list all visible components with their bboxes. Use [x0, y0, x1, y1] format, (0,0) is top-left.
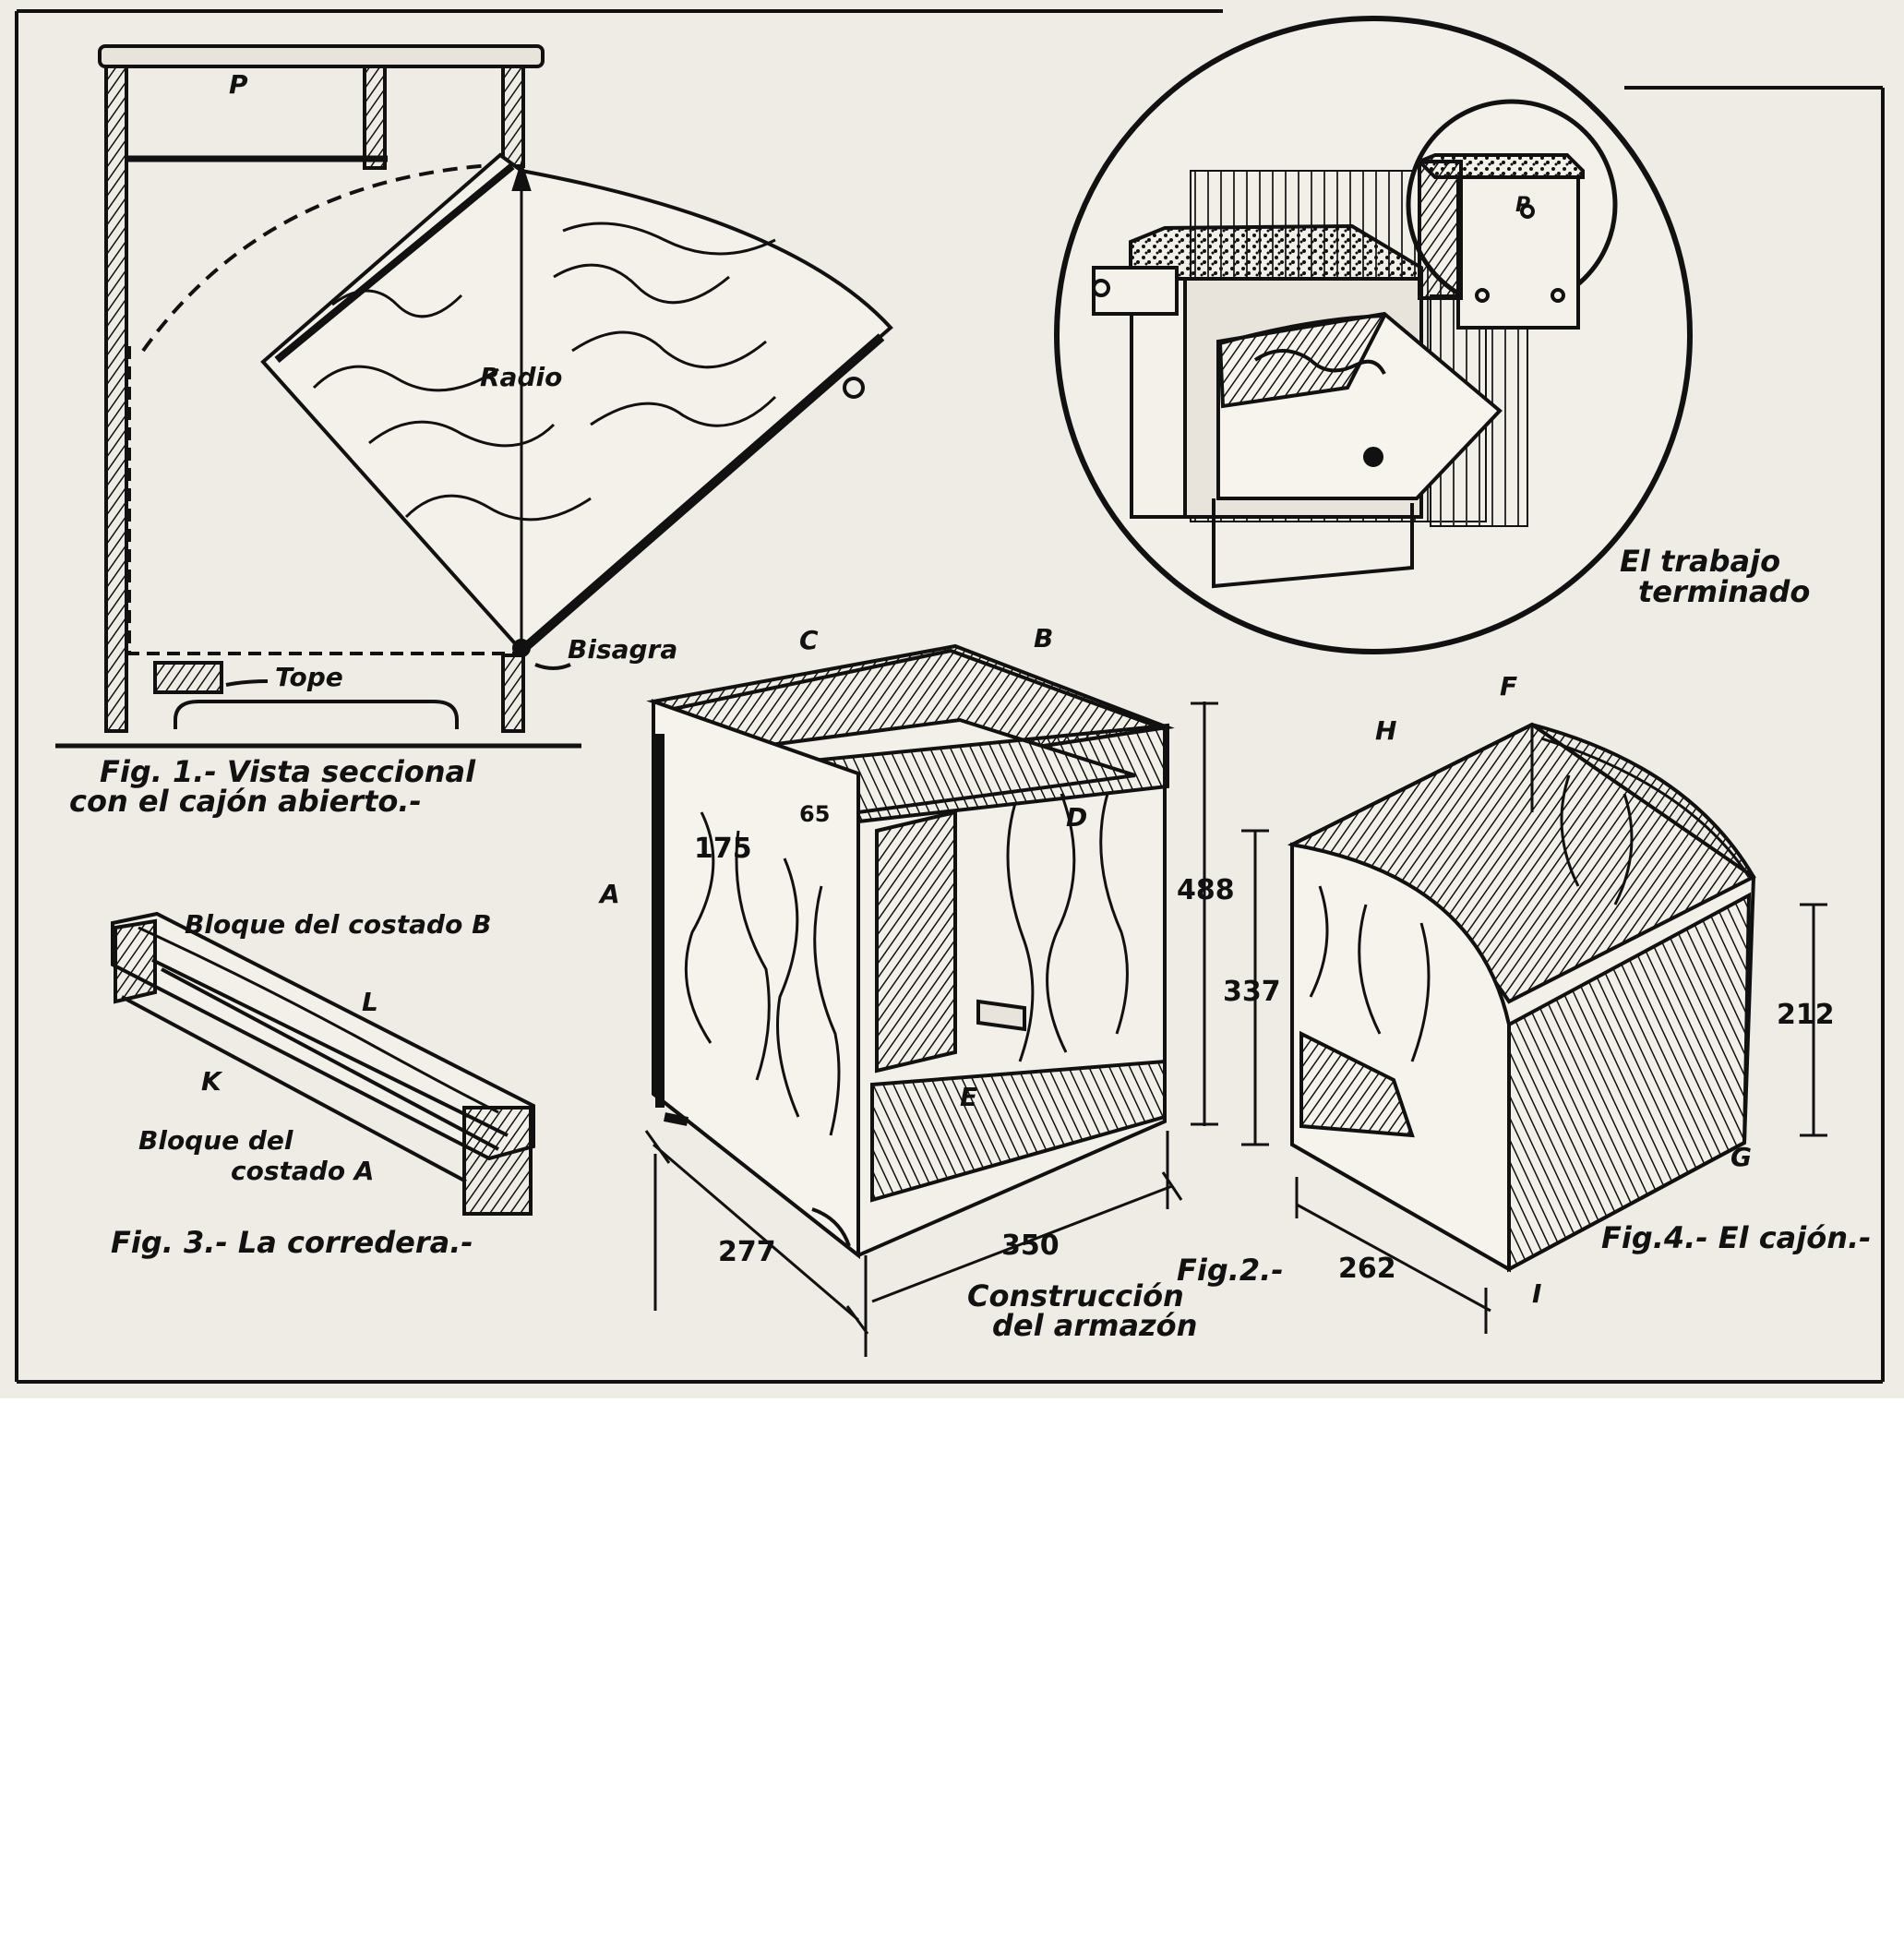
- fig2-label-e: E: [960, 1082, 978, 1112]
- fig3-bloque-a-line2: costado A: [231, 1156, 375, 1186]
- page-frame: [15, 9, 1885, 1384]
- fig3-bloque-b: Bloque del costado B: [185, 909, 492, 940]
- fig4-drawer: [1241, 722, 1827, 1334]
- fig1-label-p: P: [229, 69, 248, 100]
- fig2-label-b: B: [1034, 623, 1054, 654]
- inset-label-p: P: [1515, 194, 1531, 217]
- fig4-dim-262: 262: [1338, 1253, 1396, 1285]
- fig3-label-k: K: [201, 1066, 222, 1097]
- fig3-caption: Fig. 3.- La corredera.-: [111, 1225, 473, 1260]
- fig4-label-g: G: [1730, 1142, 1752, 1172]
- fig4-label-i: I: [1532, 1278, 1542, 1309]
- fig1-label-bisagra: Bisagra: [568, 634, 678, 665]
- fig2-caption-fig: Fig.2.-: [1177, 1253, 1284, 1288]
- fig3-label-l: L: [362, 987, 378, 1017]
- fig4-label-f: F: [1500, 671, 1518, 702]
- inset-caption-line1: El trabajo: [1620, 544, 1781, 579]
- fig2-dim-175: 175: [694, 833, 752, 865]
- fig2-caption-line2: del armazón: [992, 1308, 1198, 1343]
- fig4-caption: Fig.4.- El cajón.-: [1601, 1220, 1872, 1255]
- fig2-label-d: D: [1066, 802, 1088, 833]
- fig2-frame-construction: [644, 643, 1218, 1357]
- fig2-caption-line1: Construcción: [967, 1278, 1184, 1313]
- fig4-label-h: H: [1375, 715, 1397, 746]
- fig1-sectional-view: [55, 44, 893, 749]
- blank-area: [0, 1398, 1904, 1943]
- fig2-label-c: C: [799, 625, 819, 655]
- fig3-bloque-a-line1: Bloque del: [138, 1125, 293, 1156]
- fig1-label-radio: Radio: [480, 362, 563, 392]
- fig1-caption-line1: Fig. 1.- Vista seccional: [100, 754, 476, 789]
- fig2-dim-277: 277: [718, 1236, 776, 1268]
- inset-finished-work: [1054, 16, 1693, 654]
- fig2-dim-488: 488: [1177, 874, 1235, 906]
- illustration-sheet: Fig. 1.- Vista seccional con el cajón ab…: [0, 0, 1904, 1398]
- fig1-label-tope: Tope: [275, 662, 343, 692]
- fig4-dim-212: 212: [1777, 999, 1835, 1031]
- inset-caption-line2: terminado: [1638, 574, 1811, 609]
- fig2-label-a: A: [600, 879, 620, 909]
- fig2-dim-350: 350: [1001, 1229, 1060, 1262]
- fig2-dim-65: 65: [799, 801, 831, 827]
- fig4-dim-337: 337: [1223, 976, 1281, 1008]
- technical-drawing: [15, 9, 1885, 1384]
- fig3-slide: [111, 911, 535, 1216]
- fig1-caption-line2: con el cajón abierto.-: [69, 784, 422, 819]
